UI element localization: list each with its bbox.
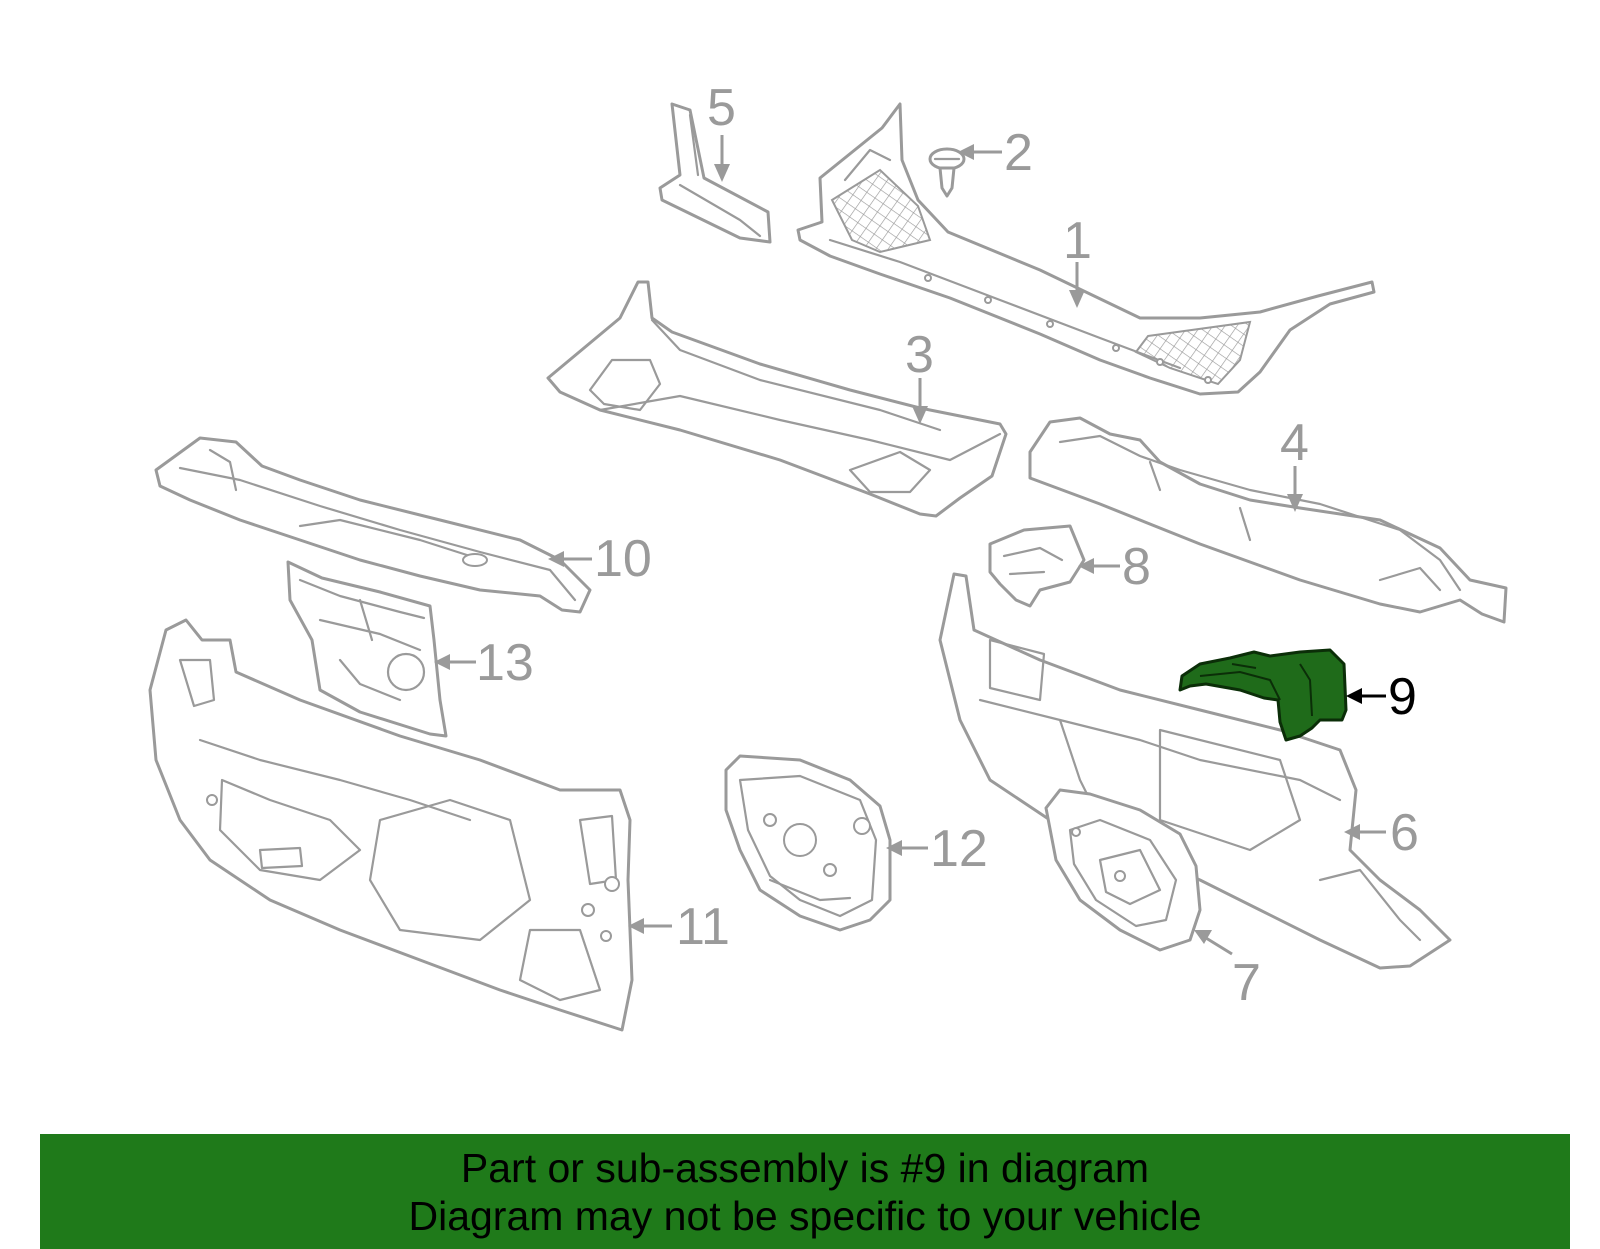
part-10-cross-member[interactable] (154, 436, 592, 614)
callout-6-label: 6 (1390, 804, 1419, 862)
info-banner: Part or sub-assembly is #9 in diagram Di… (40, 1134, 1570, 1249)
callout-6: 6 (1344, 804, 1419, 862)
part-4-cowl-top[interactable] (1028, 416, 1508, 624)
callout-8-label: 8 (1122, 538, 1151, 596)
callout-7-label: 7 (1232, 954, 1261, 1012)
callout-5: 5 (707, 79, 736, 182)
callout-7: 7 (1194, 930, 1261, 1012)
callout-8: 8 (1078, 538, 1151, 596)
callout-9: 9 (1346, 668, 1417, 726)
callout-3: 3 (905, 326, 934, 424)
callout-13: 13 (434, 634, 534, 692)
part-9-highlighted[interactable] (1178, 648, 1348, 742)
part-1-cowl-grille[interactable] (796, 102, 1376, 396)
callout-13-label: 13 (476, 634, 534, 692)
part-8-bracket[interactable] (988, 524, 1086, 608)
callout-1: 1 (1063, 212, 1092, 308)
callout-4: 4 (1280, 414, 1309, 512)
callout-9-label: 9 (1388, 668, 1417, 726)
callout-10-label: 10 (594, 530, 652, 588)
callout-10: 10 (548, 530, 652, 588)
callout-12-label: 12 (930, 820, 988, 878)
callout-4-label: 4 (1280, 414, 1309, 472)
part-11-dash-panel[interactable] (148, 618, 634, 1032)
callout-11-label: 11 (676, 898, 730, 956)
part-3-cowl-panel[interactable] (546, 280, 1008, 518)
part-12-insulator[interactable] (724, 754, 892, 932)
callout-2-label: 2 (1004, 124, 1033, 182)
part-5-bracket[interactable] (658, 102, 772, 244)
banner-line-1: Part or sub-assembly is #9 in diagram (460, 1145, 1150, 1191)
callout-3-label: 3 (905, 326, 934, 384)
callout-1-label: 1 (1063, 212, 1092, 270)
banner-line-2: Diagram may not be specific to your vehi… (408, 1193, 1202, 1239)
callout-5-label: 5 (707, 79, 736, 137)
callout-2: 2 (958, 124, 1033, 182)
callout-11: 11 (628, 898, 730, 956)
part-13-panel[interactable] (286, 560, 448, 738)
callout-12: 12 (886, 820, 988, 878)
part-7-insulator[interactable] (1044, 788, 1202, 952)
parts-diagram: 5 2 1 3 (148, 79, 1508, 1032)
part-2-clip[interactable] (928, 147, 966, 198)
